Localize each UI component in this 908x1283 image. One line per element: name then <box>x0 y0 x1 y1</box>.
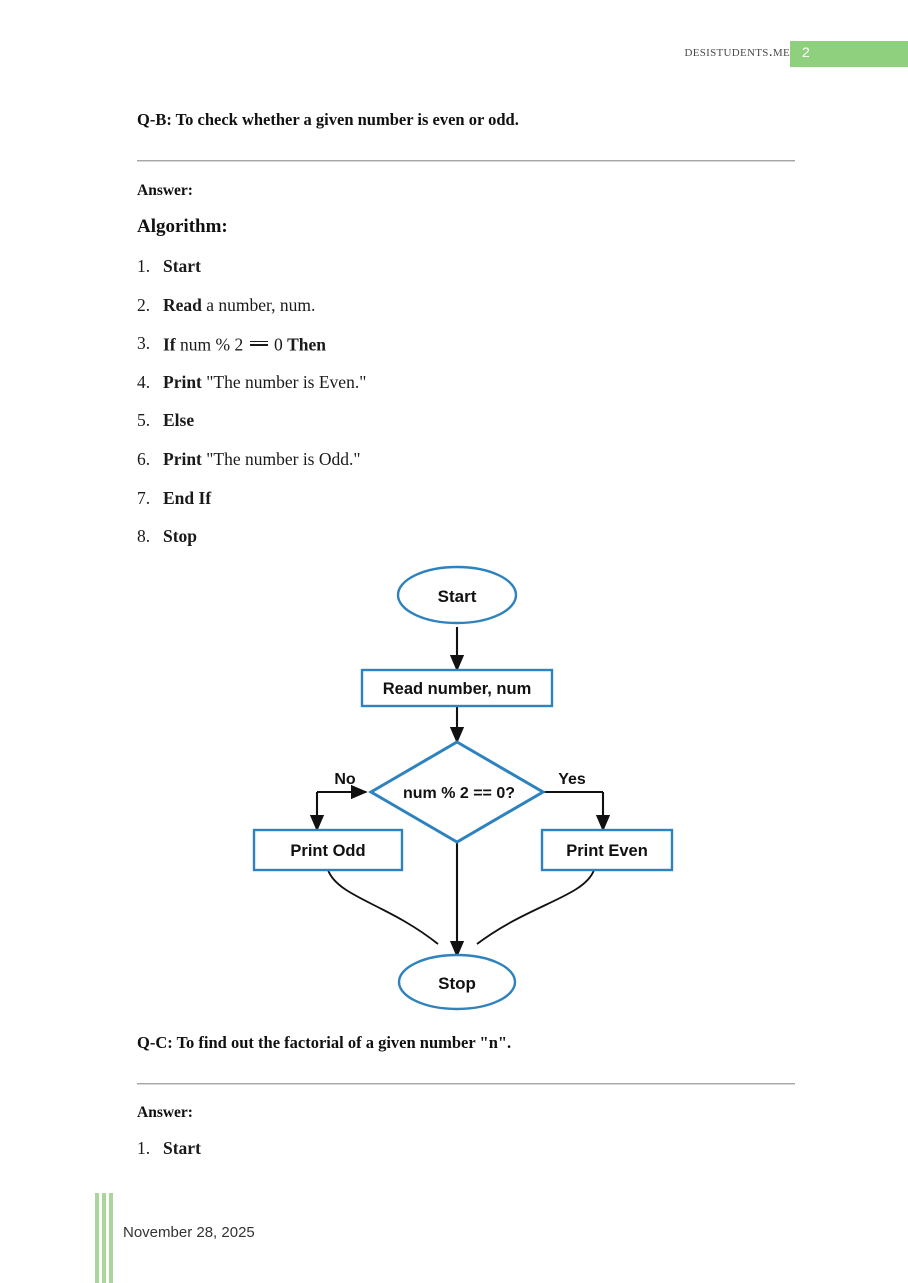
footer-bar-1 <box>95 1193 99 1283</box>
flow-node-print-odd: Print Odd <box>252 828 404 872</box>
step-item: 4. Print "The number is Even." <box>137 372 777 411</box>
edge-label-yes: Yes <box>558 771 586 788</box>
flow-node-start: Start <box>396 565 518 625</box>
step-number: 7. <box>137 487 151 508</box>
divider-b <box>137 160 795 162</box>
step-item: 1. Start <box>137 1138 777 1177</box>
edge-print-odd-to-stop <box>327 869 439 945</box>
flow-node-read: Read number, num <box>360 668 554 708</box>
flow-node-print-even-label: Print Even <box>566 842 648 860</box>
flow-node-start-label: Start <box>438 587 477 606</box>
step-text: End If <box>163 487 212 508</box>
step-item: 1. Start <box>137 256 777 295</box>
step-item: 2. Read a number, num. <box>137 295 777 334</box>
flow-node-decision: num % 2 == 0? <box>368 740 546 844</box>
step-text: Print "The number is Odd." <box>163 448 361 469</box>
page-number: 2 <box>802 44 810 60</box>
step-text: Stop <box>163 526 198 547</box>
flow-node-stop: Stop <box>397 953 517 1011</box>
answer-label-c: Answer: <box>137 1104 193 1121</box>
step-item: 7. End If <box>137 488 777 527</box>
flowchart-even-odd: Start Read number, num num % 2 == 0? Pri… <box>238 552 690 1020</box>
divider-c <box>137 1083 795 1085</box>
step-number: 4. <box>137 371 151 392</box>
flow-node-read-label: Read number, num <box>383 680 532 698</box>
flow-node-decision-label: num % 2 == 0? <box>403 785 515 802</box>
footer-bar-2 <box>102 1193 106 1283</box>
step-number: 3. <box>137 333 151 354</box>
step-text: Start <box>163 256 201 276</box>
step-number: 6. <box>137 448 151 469</box>
step-number: 1. <box>137 1138 151 1158</box>
step-text: If num % 2 0 Then <box>163 333 326 355</box>
answer-label-b: Answer: <box>137 182 193 199</box>
step-item: 5. Else <box>137 410 777 449</box>
factorial-step-list: 1. Start <box>137 1138 777 1177</box>
step-item: 8. Stop <box>137 526 777 565</box>
edge-label-no: No <box>334 771 356 788</box>
algorithm-label: Algorithm: <box>137 216 228 237</box>
flow-node-stop-label: Stop <box>438 974 476 993</box>
flow-node-print-even: Print Even <box>540 828 674 872</box>
step-text: Print "The number is Even." <box>163 371 367 392</box>
step-item: 3. If num % 2 0 Then <box>137 333 777 372</box>
flow-node-print-odd-label: Print Odd <box>290 842 365 860</box>
step-number: 1. <box>137 256 151 276</box>
step-text: Read a number, num. <box>163 294 316 315</box>
footer-date: November 28, 2025 <box>123 1224 255 1241</box>
step-number: 8. <box>137 526 151 547</box>
page-number-badge: 2 <box>790 41 908 67</box>
step-number: 5. <box>137 410 151 431</box>
site-name: DesiStudents.me <box>684 43 790 60</box>
step-text: Start <box>163 1138 201 1158</box>
question-c-title: Q-C: To find out the factorial of a give… <box>137 1033 512 1052</box>
step-text: Else <box>163 410 195 431</box>
question-b-title: Q-B: To check whether a given number is … <box>137 110 519 129</box>
algorithm-step-list: 1. Start 2. Read a number, num. 3. If num % 2… <box>137 256 777 565</box>
page-header: DesiStudents.me 2 <box>0 41 908 67</box>
edge-print-even-to-stop <box>476 869 595 945</box>
footer-bar-3 <box>109 1193 113 1283</box>
step-item: 6. Print "The number is Odd." <box>137 449 777 488</box>
equality-operator <box>248 333 270 351</box>
footer-green-bars <box>95 1193 114 1283</box>
step-number: 2. <box>137 294 151 315</box>
